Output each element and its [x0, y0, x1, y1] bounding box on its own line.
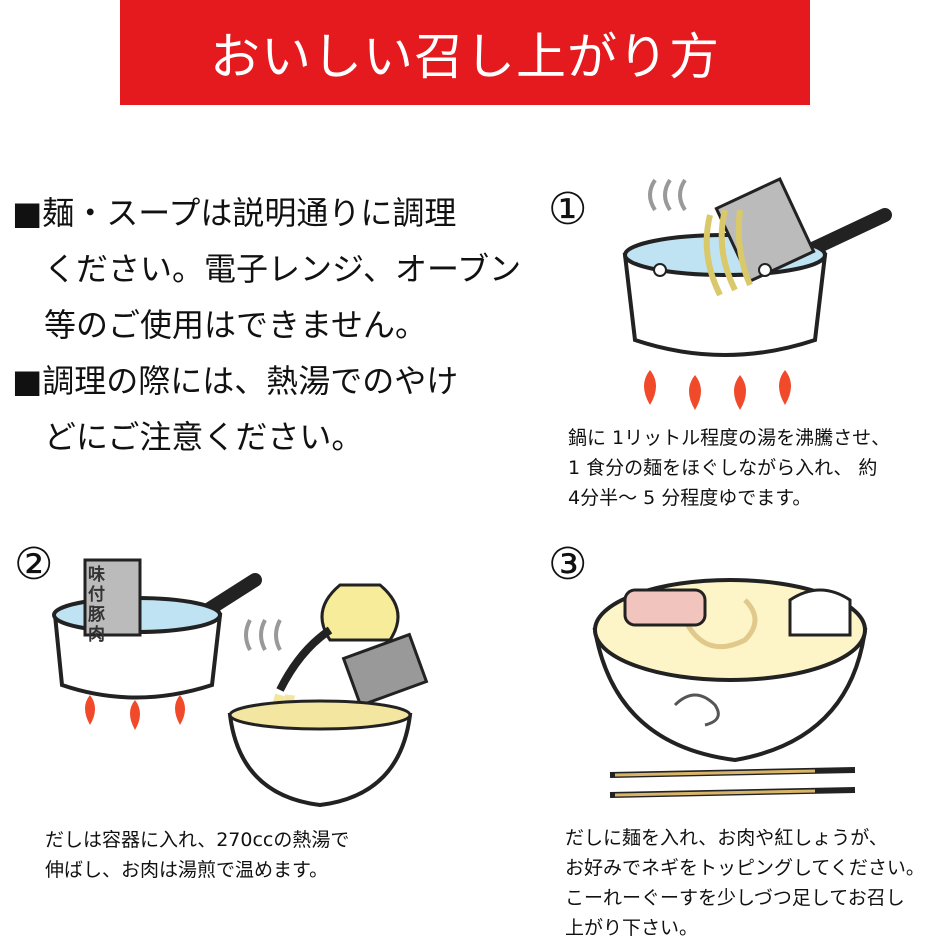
note-line: ■調理の際には、熱湯でのやけ: [12, 362, 459, 400]
caption-line: 1 食分の麺をほぐしながら入れ、 約: [568, 457, 878, 479]
flame-icon: [644, 370, 791, 410]
step1-caption: 鍋に 1リットル程度の湯を沸騰させ、 1 食分の麺をほぐしながら入れ、 約 4分…: [568, 423, 890, 513]
step3-caption: だしに麺を入れ、お肉や紅しょうが、 お好みでネギをトッピングしてください。 こー…: [565, 823, 925, 942]
title-banner: おいしい召し上がり方: [120, 0, 810, 105]
packet-label: 味付豚肉: [88, 565, 105, 645]
step2-number: ②: [14, 539, 54, 590]
note-line: ください。電子レンジ、オーブン: [12, 250, 522, 288]
ramen-bowl-illustration: [592, 578, 868, 798]
boiling-pot-illustration: [622, 176, 892, 410]
note-line: 等のご使用はできません。: [12, 306, 428, 344]
note-line: どにご注意ください。: [12, 418, 364, 456]
flame-icon: [85, 695, 185, 730]
caption-line: だしは容器に入れ、270ccの熱湯で: [45, 829, 350, 851]
caption-line: 4分半～ 5 分程度ゆでます。: [568, 487, 812, 509]
caption-line: こーれーぐーすを少しづつ足してお召し: [565, 887, 905, 909]
step3-number: ③: [548, 539, 588, 590]
caption-line: お好みでネギをトッピングしてください。: [565, 857, 925, 879]
step2-caption: だしは容器に入れ、270ccの熱湯で 伸ばし、お肉は湯煎で温めます。: [45, 825, 349, 885]
step1-number: ①: [548, 184, 588, 235]
pot-and-kettle-illustration: [52, 558, 429, 808]
cooking-notes: ■麺・スープは説明通りに調理 ください。電子レンジ、オーブン 等のご使用はできま…: [12, 185, 521, 465]
caption-line: 鍋に 1リットル程度の湯を沸騰させ、: [568, 427, 891, 449]
note-line: ■麺・スープは説明通りに調理: [12, 194, 457, 232]
caption-line: 上がり下さい。: [565, 917, 699, 939]
caption-line: だしに麺を入れ、お肉や紅しょうが、: [565, 827, 888, 849]
page-title: おいしい召し上がり方: [210, 27, 720, 86]
caption-line: 伸ばし、お肉は湯煎で温めます。: [45, 859, 329, 881]
